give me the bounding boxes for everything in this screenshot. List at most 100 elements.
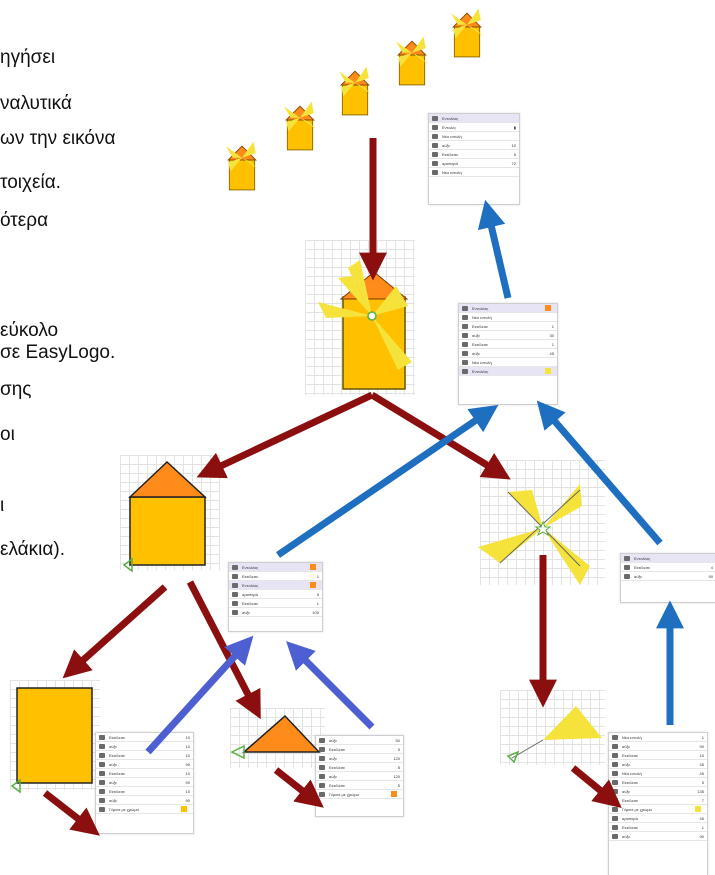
command-label: Εκτέλεσε [109, 770, 126, 776]
command-icon [99, 752, 105, 758]
command-label: αύξε [242, 609, 251, 615]
command-value: 120 [393, 773, 400, 779]
command-label: Εκτέλεσε [109, 788, 126, 794]
command-label: αύξε [634, 573, 643, 579]
command-label: αύξε [622, 761, 631, 767]
command-icon [612, 743, 618, 749]
command-label: Εντολέας [472, 305, 489, 311]
code-row: Εντολέας [459, 367, 557, 376]
command-label: αύξε [329, 773, 338, 779]
command-icon [232, 609, 238, 615]
command-icon [432, 133, 438, 139]
command-label: αριστερά [242, 591, 258, 597]
command-icon [319, 737, 325, 743]
code-row: Εντολέας [621, 554, 715, 563]
command-icon [99, 779, 105, 785]
command-icon [462, 359, 468, 365]
command-icon [432, 160, 438, 166]
command-value: 45 [549, 350, 554, 356]
command-icon [612, 752, 618, 758]
command-value: 1 [551, 323, 554, 329]
command-value: 5 [316, 591, 319, 597]
command-value: 1 [316, 600, 319, 606]
command-icon [462, 332, 468, 338]
command-icon [462, 350, 468, 356]
command-label: αύξε [622, 788, 631, 794]
command-value: 45 [699, 770, 704, 776]
command-value: 10 [185, 770, 190, 776]
command-value: 5 [701, 779, 704, 785]
command-icon [432, 115, 438, 121]
command-label: Εκτέλεσε [329, 746, 346, 752]
command-icon [432, 151, 438, 157]
command-value: 10 [185, 743, 190, 749]
command-icon [612, 761, 618, 767]
triangle-shape [230, 714, 321, 760]
command-icon [99, 797, 105, 803]
command-value: 7 [701, 797, 704, 803]
code-row: Εντολέας [229, 581, 322, 590]
command-value: ▮ [513, 124, 516, 130]
command-label: Νέα εντολή [442, 169, 462, 175]
command-icon [232, 591, 238, 597]
command-icon [612, 770, 618, 776]
command-icon [99, 761, 105, 767]
code-row: Εντολέας [459, 304, 557, 313]
command-value: 5 [397, 782, 400, 788]
code-row: αύξε 100 [229, 608, 322, 617]
command-value: 10 [185, 752, 190, 758]
code-row: αύξε 90 [621, 572, 715, 581]
command-icon [462, 305, 468, 311]
command-icon [99, 734, 105, 740]
command-value: 10 [185, 734, 190, 740]
text-line-10: ι [0, 495, 5, 516]
code-row: αύξε 120 [316, 772, 403, 781]
command-value: 90 [708, 573, 713, 579]
code-row: Νέα εντολή [429, 132, 519, 141]
command-icon [462, 314, 468, 320]
text-line-11: ελάκια). [0, 539, 65, 560]
command-label: Εκτέλεσε [442, 151, 459, 157]
command-value: 100 [312, 609, 319, 615]
text-line-9: οι [0, 424, 15, 445]
command-label: Νέα εντολή [622, 734, 642, 740]
command-value: 5 [397, 746, 400, 752]
command-icon [319, 746, 325, 752]
blades-shape [478, 484, 590, 585]
command-icon [232, 600, 238, 606]
command-label: Εκτέλεσε [622, 797, 639, 803]
windmill-step-1 [225, 141, 259, 191]
color-swatch [545, 305, 551, 311]
decomposition-arrows [42, 138, 622, 836]
command-icon [462, 368, 468, 374]
command-value: 1 [316, 573, 319, 579]
command-value: 5 [397, 764, 400, 770]
command-icon [432, 142, 438, 148]
command-value: 1 [551, 341, 554, 347]
command-label: Εντολέας [442, 115, 459, 121]
windmill-step-3 [338, 66, 372, 116]
code-row: Εντολές▮ [429, 123, 519, 132]
command-icon [612, 815, 618, 821]
text-line-4: τοιχεία. [0, 172, 61, 193]
composition-arrows [145, 199, 684, 755]
command-label: Εκτέλεσε [242, 573, 259, 579]
code-row: Εντολέας [429, 114, 519, 123]
command-icon [612, 824, 618, 830]
command-icon [432, 124, 438, 130]
command-label: αύξε [622, 833, 631, 839]
